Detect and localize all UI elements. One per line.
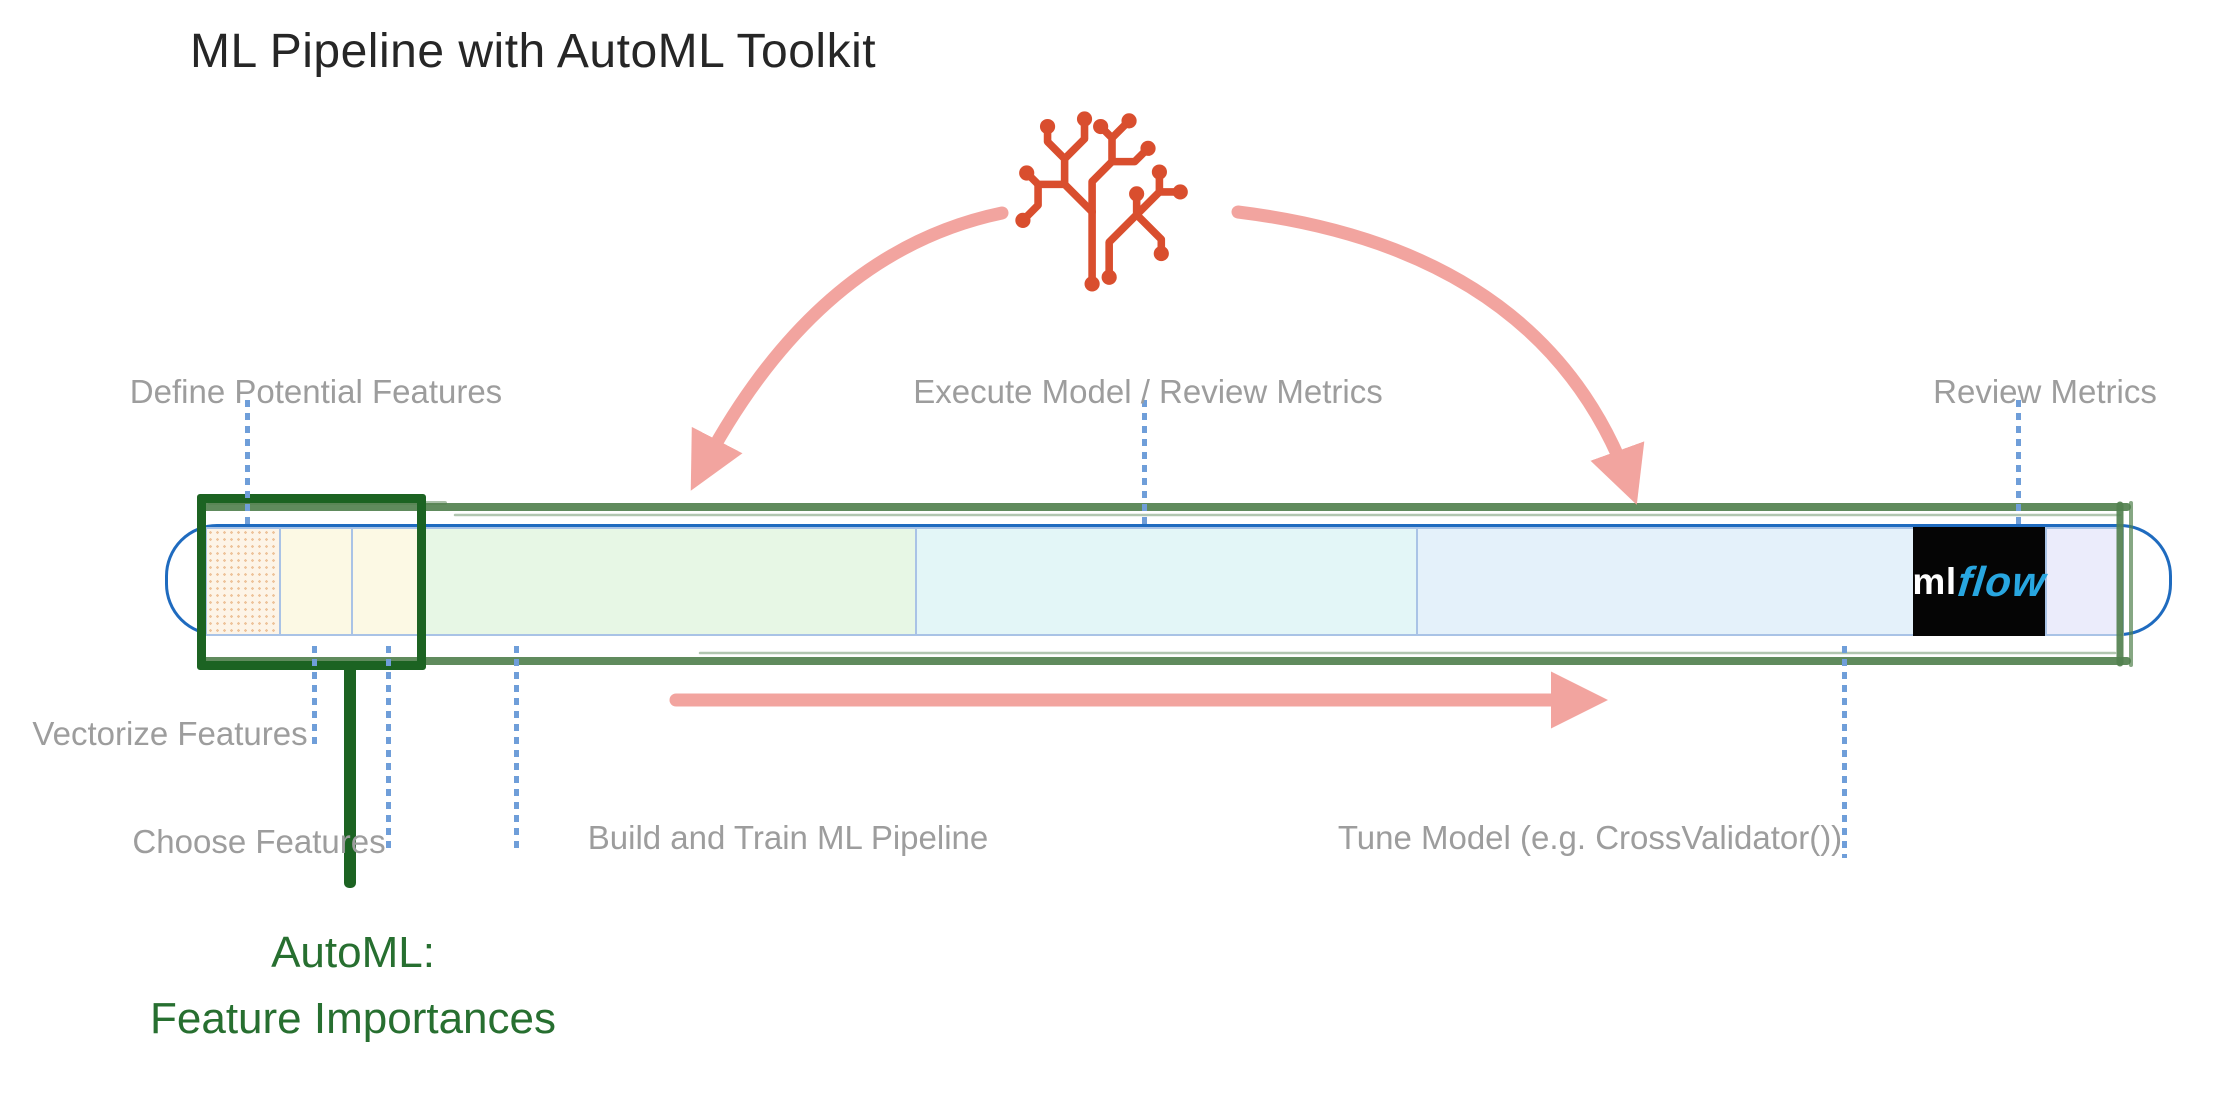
segment-review-metrics (2047, 529, 2124, 634)
arrow-brain-to-execute (690, 206, 1009, 491)
segment-build-train-pipeline (422, 529, 917, 634)
label-tune-model: Tune Model (e.g. CrossValidator()) (1337, 819, 1843, 856)
label-build-train: Build and Train ML Pipeline (587, 819, 989, 856)
label-vectorize-features: Vectorize Features (32, 715, 308, 752)
mlflow-logo-ml-text: ml (1912, 560, 1957, 602)
segment-tune-model (1418, 529, 1915, 634)
label-review-metrics: Review Metrics (1933, 373, 2157, 410)
feature-importance-box (197, 494, 426, 670)
segment-choose-features (353, 529, 422, 634)
leader-execute-model (1142, 400, 1147, 526)
automl-annotation-line1: AutoML: (271, 928, 435, 977)
leader-tune-model (1842, 646, 1847, 858)
automl-annotation-line2: Feature Importances (150, 994, 556, 1043)
mlflow-logo: ml flow (1912, 527, 2049, 636)
leader-choose-features (386, 646, 391, 854)
automl-annotation: AutoML: Feature Importances (150, 920, 556, 1052)
segment-execute-model (917, 529, 1418, 634)
pipeline-segments (205, 527, 2124, 636)
circuit-brain-icon (1015, 111, 1188, 292)
arrow-brain-to-review (1231, 205, 1645, 505)
leader-build-train (514, 646, 519, 854)
leader-define-potential-features (245, 400, 250, 526)
feature-importance-connector-line (344, 662, 356, 888)
segment-define-potential-features (207, 529, 281, 634)
label-choose-features: Choose Features (132, 823, 386, 860)
segment-vectorize-features (281, 529, 353, 634)
label-define-potential-features: Define Potential Features (129, 373, 503, 410)
label-execute-model: Execute Model / Review Metrics (913, 373, 1383, 410)
page-title: ML Pipeline with AutoML Toolkit (190, 25, 877, 78)
leader-vectorize-features (312, 646, 317, 744)
leader-review-metrics (2016, 400, 2021, 526)
mlflow-logo-flow-text: flow (1955, 557, 2049, 605)
